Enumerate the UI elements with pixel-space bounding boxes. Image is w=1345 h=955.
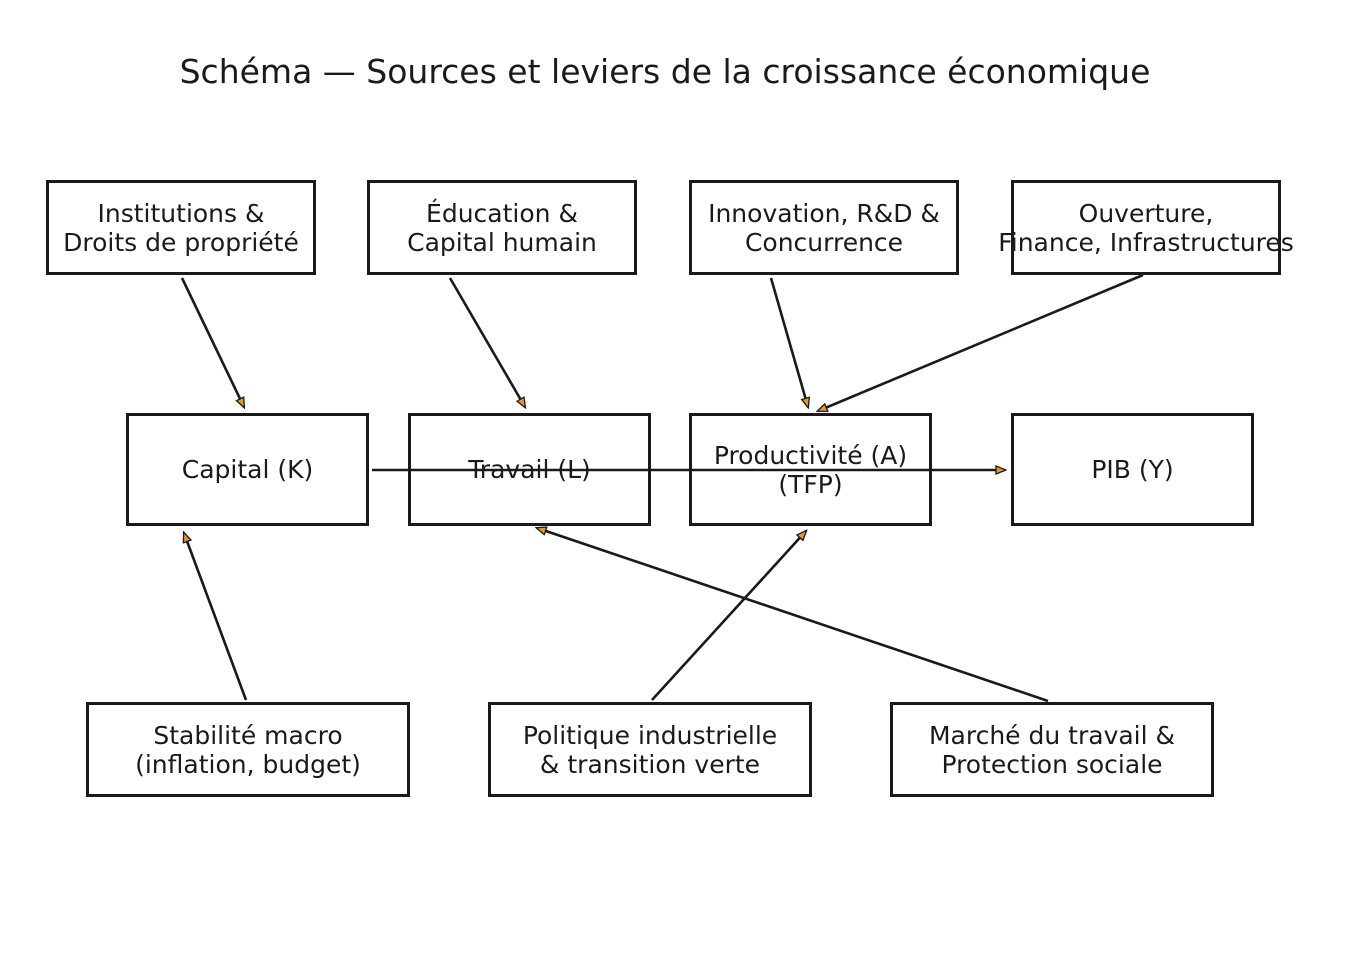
node-innovation: Innovation, R&D & Concurrence xyxy=(689,180,959,275)
node-marche-label: Marché du travail & Protection sociale xyxy=(928,720,1176,779)
node-capital: Capital (K) xyxy=(126,413,369,526)
edge-stabilite-capital xyxy=(184,533,248,701)
node-stabilite-label: Stabilité macro (inflation, budget) xyxy=(135,720,361,779)
node-institutions-label: Institutions & Droits de propriété xyxy=(63,198,299,257)
edge-marche-travail xyxy=(537,528,1049,703)
node-ouverture: Ouverture, Finance, Infrastructures xyxy=(998,180,1294,275)
node-politique: Politique industrielle & transition vert… xyxy=(488,702,812,797)
node-productivite-label: Productivité (A) (TFP) xyxy=(713,440,908,499)
edge-innovation-productivite xyxy=(769,277,808,407)
node-travail-label: Travail (L) xyxy=(468,455,591,484)
node-institutions: Institutions & Droits de propriété xyxy=(46,180,316,275)
node-travail: Travail (L) xyxy=(408,413,651,526)
node-marche: Marché du travail & Protection sociale xyxy=(890,702,1214,797)
node-innovation-label: Innovation, R&D & Concurrence xyxy=(708,198,940,257)
node-education: Éducation & Capital humain xyxy=(367,180,637,275)
node-pib-label: PIB (Y) xyxy=(1091,455,1174,484)
edge-education-travail xyxy=(448,277,525,407)
node-education-label: Éducation & Capital humain xyxy=(407,198,597,257)
node-productivite: Productivité (A) (TFP) xyxy=(689,413,932,526)
node-politique-label: Politique industrielle & transition vert… xyxy=(522,720,778,779)
node-ouverture-label: Ouverture, Finance, Infrastructures xyxy=(998,198,1294,257)
diagram-title: Schéma — Sources et leviers de la croiss… xyxy=(179,52,1151,91)
node-pib: PIB (Y) xyxy=(1011,413,1254,526)
edge-institutions-capital xyxy=(180,277,244,407)
node-stabilite: Stabilité macro (inflation, budget) xyxy=(86,702,410,797)
edge-ouverture-productivite xyxy=(818,273,1144,413)
node-capital-label: Capital (K) xyxy=(181,455,314,484)
edge-politique-productivite xyxy=(651,531,806,701)
